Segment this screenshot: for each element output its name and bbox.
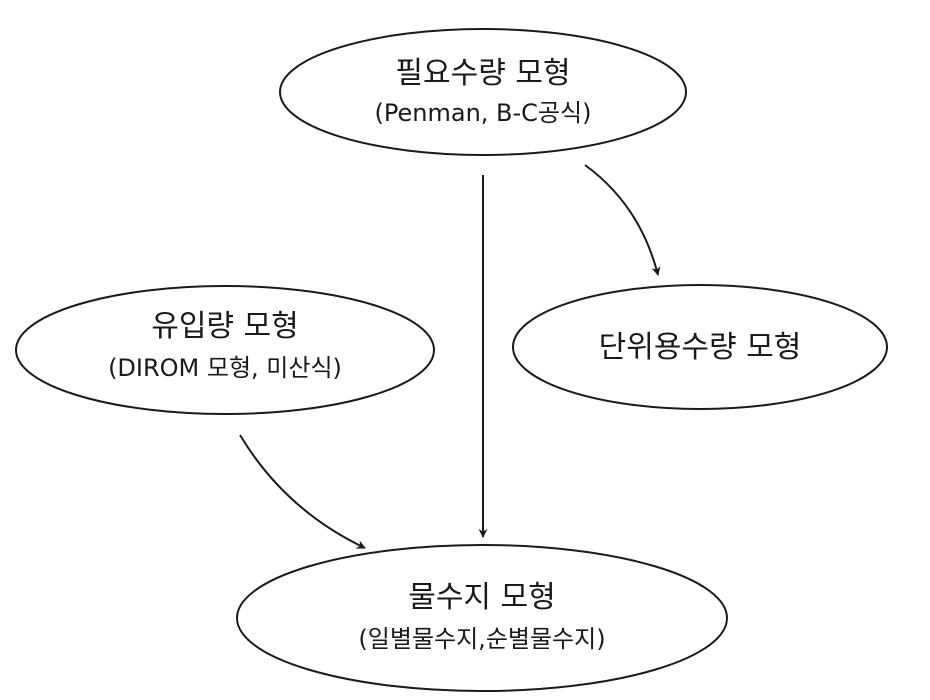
node-unit-water-model: 단위용수량 모형 xyxy=(512,284,888,410)
node-inflow-subtitle: (DIROM 모형, 미산식) xyxy=(108,354,342,382)
node-inflow-model: 유입량 모형 (DIROM 모형, 미산식) xyxy=(15,285,435,415)
node-unit-water-ellipse xyxy=(512,284,888,410)
node-inflow-ellipse xyxy=(15,285,435,415)
node-inflow-title: 유입량 모형 xyxy=(151,309,299,344)
edge-requirement-to-unit-water xyxy=(584,164,661,276)
node-requirement-model: 필요수량 모형 (Penman, B-C공식) xyxy=(279,28,687,156)
edges xyxy=(239,164,661,549)
node-water-balance-subtitle: (일별물수지,순별물수지) xyxy=(358,625,605,653)
node-unit-water-title: 단위용수량 모형 xyxy=(599,330,802,365)
node-water-balance-model: 물수지 모형 (일별물수지,순별물수지) xyxy=(236,544,728,692)
node-requirement-title: 필요수량 모형 xyxy=(395,56,570,91)
node-requirement-ellipse xyxy=(279,28,687,156)
edge-inflow-to-water-balance xyxy=(239,434,366,549)
node-requirement-subtitle: (Penman, B-C공식) xyxy=(375,99,592,127)
node-water-balance-title: 물수지 모형 xyxy=(408,580,556,615)
node-water-balance-ellipse xyxy=(236,544,728,692)
